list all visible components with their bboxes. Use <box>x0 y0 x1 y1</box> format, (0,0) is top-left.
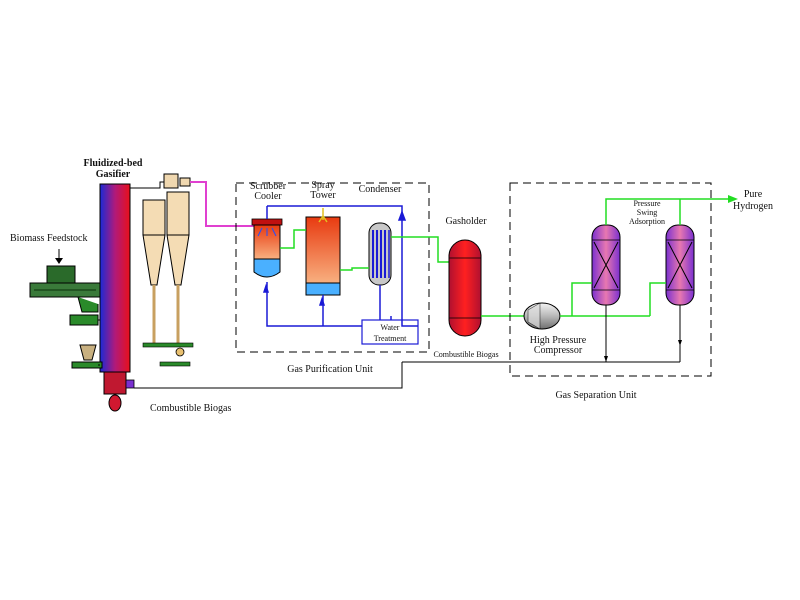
gasifier-label-line2: Gasifier <box>96 169 131 180</box>
psa-column-2 <box>665 224 695 306</box>
psa-column-1 <box>591 224 621 306</box>
spray-label-line1: Spray <box>311 180 334 191</box>
compressor-label-line1: High Pressure <box>530 335 587 346</box>
spray-tower <box>305 208 341 296</box>
condenser <box>368 222 392 286</box>
scrubber-cooler <box>251 218 283 278</box>
tail-gas-lines <box>134 305 681 389</box>
psa-label-line3: Adsorption <box>629 217 665 226</box>
water-treatment-label-line2: Treatment <box>374 334 407 343</box>
fluidized-bed-gasifier <box>99 183 135 412</box>
pure-hydrogen-label-line1: Pure <box>744 189 763 200</box>
gasifier-label-line1: Fluidized-bed <box>84 158 143 169</box>
condenser-label: Condenser <box>359 184 402 195</box>
gasholder-label: Gasholder <box>445 216 487 227</box>
water-lines <box>262 205 418 327</box>
gas-purification-unit-label: Gas Purification Unit <box>287 364 373 375</box>
combustible-biogas-bottom-label: Combustible Biogas <box>150 403 232 414</box>
cyclone-separators <box>130 173 194 367</box>
pure-hydrogen-arrow <box>728 195 738 203</box>
gasholder <box>448 239 482 337</box>
spray-label-line2: Tower <box>310 190 336 201</box>
pure-hydrogen-label-line2: Hydrogen <box>733 201 773 212</box>
scrubber-label-line2: Cooler <box>254 191 282 202</box>
biomass-feeder <box>29 249 103 369</box>
psa-label-line1: Pressure <box>633 199 661 208</box>
gas-lines-purification <box>280 229 449 271</box>
scrubber-label-line1: Scrubber <box>250 181 287 192</box>
psa-label-line2: Swing <box>637 208 657 217</box>
hot-gas-line <box>190 181 258 227</box>
gas-lines-separation <box>560 198 735 317</box>
gas-separation-frame <box>509 182 712 377</box>
water-treatment-label-line1: Water <box>381 323 400 332</box>
gas-purification-frame <box>235 182 430 353</box>
gas-separation-unit-label: Gas Separation Unit <box>555 390 636 401</box>
combustible-biogas-small-label: Combustible Biogas <box>433 350 498 359</box>
biomass-feedstock-label: Biomass Feedstock <box>10 233 88 244</box>
high-pressure-compressor <box>523 302 561 330</box>
compressor-label-line2: Compressor <box>534 345 583 356</box>
water-treatment-box <box>361 319 419 345</box>
